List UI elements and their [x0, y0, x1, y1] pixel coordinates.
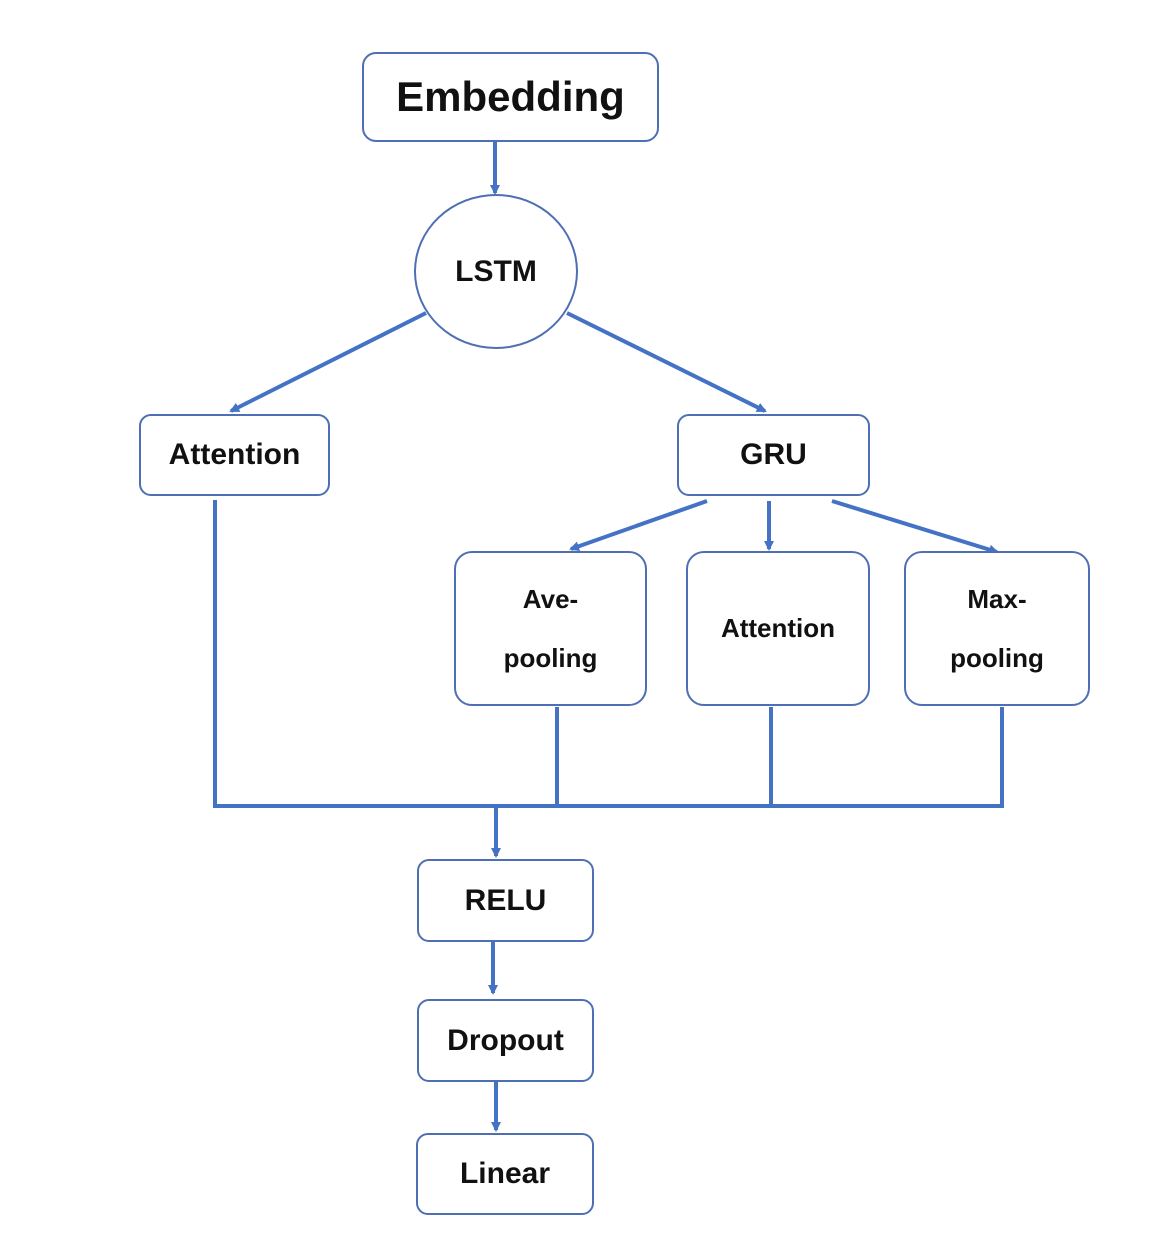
ave-pooling-node: Ave- pooling	[454, 551, 647, 706]
relu-node: RELU	[417, 859, 594, 942]
embedding-label: Embedding	[396, 73, 625, 120]
attention-left-node: Attention	[139, 414, 330, 496]
linear-node: Linear	[416, 1133, 594, 1215]
merge-connector	[213, 500, 1004, 808]
max-pooling-node: Max- pooling	[904, 551, 1090, 706]
ave-pooling-label-line1: Ave-	[522, 583, 579, 614]
edge-gru-max-pooling	[831, 499, 999, 555]
gru-label: GRU	[740, 438, 807, 471]
attention-mid-label: Attention	[720, 613, 836, 643]
attention-mid-node: Attention	[686, 551, 870, 706]
ave-pooling-label-line2: pooling	[503, 642, 598, 673]
edge-lstm-attention	[229, 311, 427, 413]
attention-left-label: Attention	[168, 438, 301, 471]
dropout-label: Dropout	[447, 1023, 564, 1057]
embedding-node: Embedding	[362, 52, 659, 142]
lstm-label: LSTM	[455, 254, 537, 288]
edge-gru-ave-pooling	[569, 499, 708, 552]
lstm-node: LSTM	[414, 194, 578, 349]
edge-lstm-gru	[566, 311, 767, 413]
linear-label: Linear	[459, 1157, 551, 1190]
gru-node: GRU	[677, 414, 870, 496]
max-pooling-label-line2: pooling	[950, 642, 1044, 673]
max-pooling-label-line1: Max-	[967, 583, 1027, 614]
relu-label: RELU	[464, 883, 547, 917]
dropout-node: Dropout	[417, 999, 594, 1082]
